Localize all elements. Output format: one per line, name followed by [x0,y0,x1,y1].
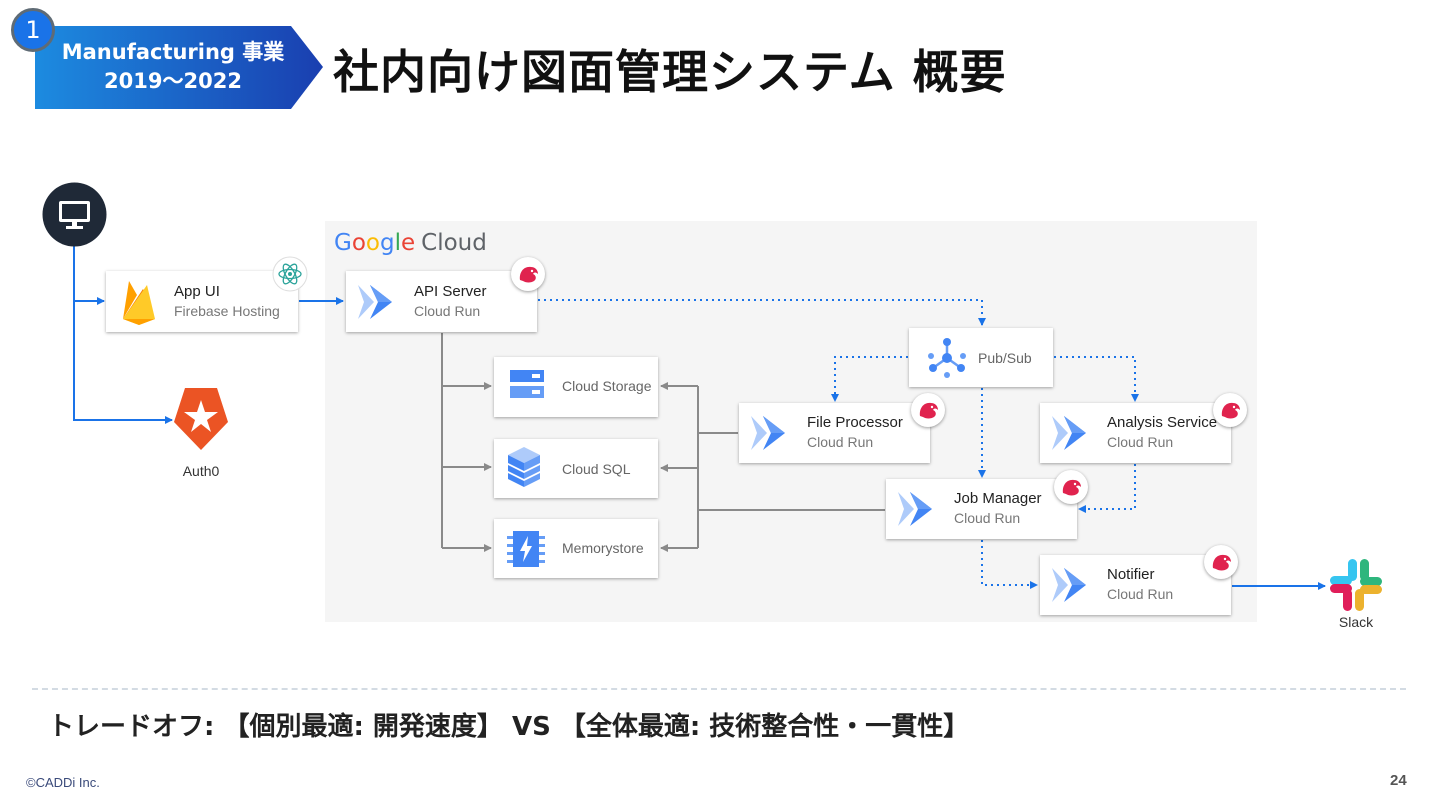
desktop-icon [42,182,107,247]
cloud-run-icon [751,416,785,450]
slack-label: Slack [1338,614,1374,630]
pubsub-label: Pub/Sub [978,350,1032,366]
banner-period: 2019～2022 [104,69,242,93]
job-manager-sub: Cloud Run [954,510,1021,526]
memorystore-icon [507,531,545,567]
auth0-label: Auth0 [182,463,220,479]
cloud-sql-label: Cloud SQL [562,461,631,477]
page-number: 24 [1390,772,1407,789]
section-divider [32,688,1406,690]
memorystore-label: Memorystore [562,540,644,556]
api-server-sub: Cloud Run [414,303,481,319]
cloud-storage-label: Cloud Storage [562,378,652,394]
pubsub-connectors [538,299,1139,589]
file-processor-card[interactable] [739,403,930,463]
file-processor-sub: Cloud Run [807,434,874,450]
cloud-run-icon [1052,416,1086,450]
data-connectors [441,333,885,552]
app-ui-name: App UI [174,283,220,300]
cloud-run-icon [1052,568,1086,602]
nestjs-icon [1204,545,1238,579]
job-manager-card[interactable] [886,479,1077,539]
pubsub-icon [928,338,966,378]
cloud-sql-icon [508,447,540,487]
auth0-icon [174,388,228,450]
cloud-run-icon [358,285,392,319]
file-processor-name: File Processor [807,414,903,431]
nestjs-icon [911,393,945,427]
notifier-sub: Cloud Run [1107,586,1174,602]
job-manager-name: Job Manager [954,490,1042,507]
app-ui-sub: Firebase Hosting [174,303,280,319]
section-banner [35,26,323,109]
api-server-name: API Server [414,283,487,300]
slack-icon [1330,559,1382,611]
user-connectors [73,245,1326,590]
analysis-service-card[interactable] [1040,403,1231,463]
banner-business-unit: Manufacturing 事業 [61,40,285,64]
nestjs-icon [1054,470,1088,504]
analysis-service-sub: Cloud Run [1107,434,1174,450]
section-number-badge: 1 [11,8,55,52]
cloud-storage-icon [510,370,544,398]
firebase-icon [123,281,155,325]
react-icon [272,256,308,292]
banner-text: Manufacturing 事業 2019～2022 [55,38,291,96]
notifier-name: Notifier [1107,566,1155,583]
nestjs-icon [511,257,545,291]
nestjs-icon [1213,393,1247,427]
notifier-card[interactable] [1040,555,1231,615]
analysis-service-name: Analysis Service [1107,414,1218,431]
tradeoff-statement: トレードオフ: 【個別最適: 開発速度】 VS 【全体最適: 技術整合性・一貫性… [48,712,970,742]
copyright: ©CADDi Inc. [26,775,100,790]
page-title: 社内向け図面管理システム 概要 [333,45,1007,99]
cloud-run-icon [898,492,932,526]
